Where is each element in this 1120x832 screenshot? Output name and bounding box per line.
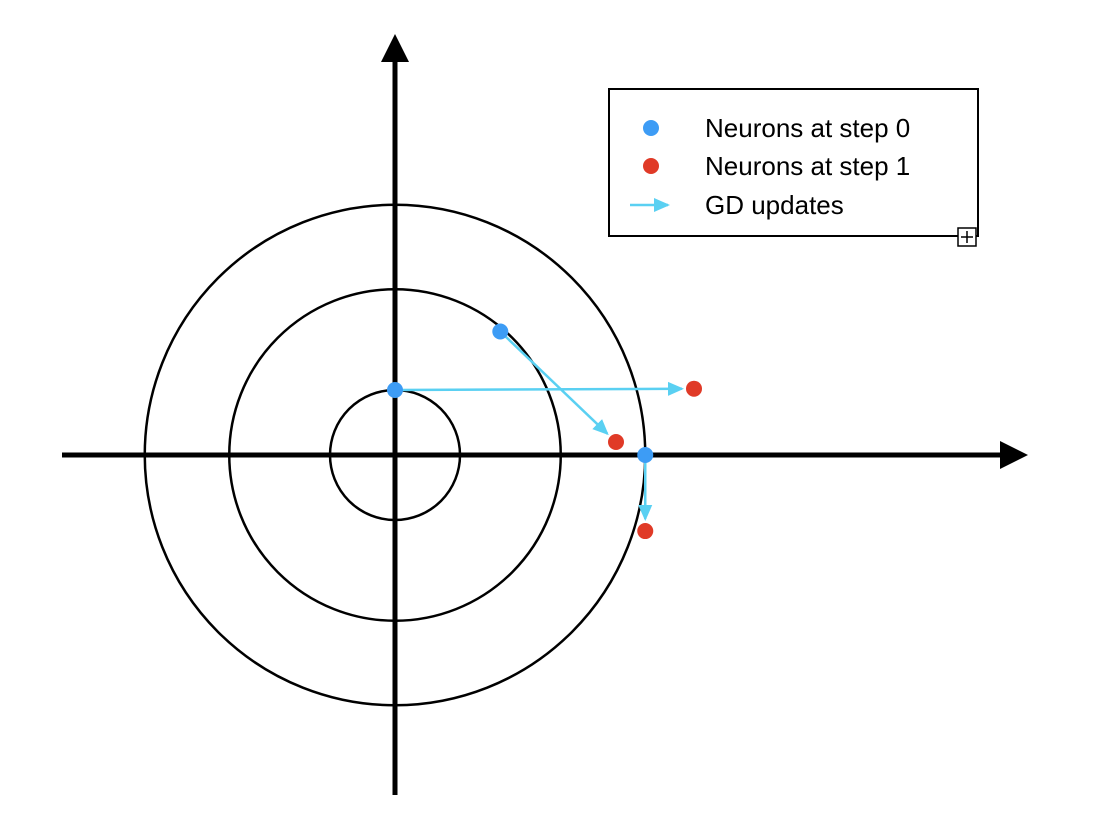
legend-box [608,88,979,237]
gd-update-arrow-n2 [499,330,609,436]
neurons-step1 [608,380,702,540]
legend-update-label: GD updates [705,190,844,220]
plus-box-icon[interactable] [957,227,977,247]
legend-step1-marker [643,158,659,174]
legend: Neurons at step 0 Neurons at step 1 GD u… [608,88,979,247]
neuron-step0-n2 [492,323,509,340]
legend-step1-label: Neurons at step 1 [705,151,910,181]
neurons-step0 [387,323,654,463]
gd-update-arrow-n1 [394,381,685,396]
neuron-step1-n3 [637,523,654,540]
legend-step0-marker [643,120,659,136]
axes [62,34,1028,795]
neuron-step1-n1 [686,380,702,397]
gd-updates [394,330,685,522]
x-axis-arrowhead [1000,441,1028,469]
neuron-step0-n1 [387,382,403,398]
y-axis-arrowhead [381,34,409,62]
neuron-step1-n2 [608,434,624,450]
neuron-step0-n3 [637,447,654,463]
legend-step0-label: Neurons at step 0 [705,113,910,143]
